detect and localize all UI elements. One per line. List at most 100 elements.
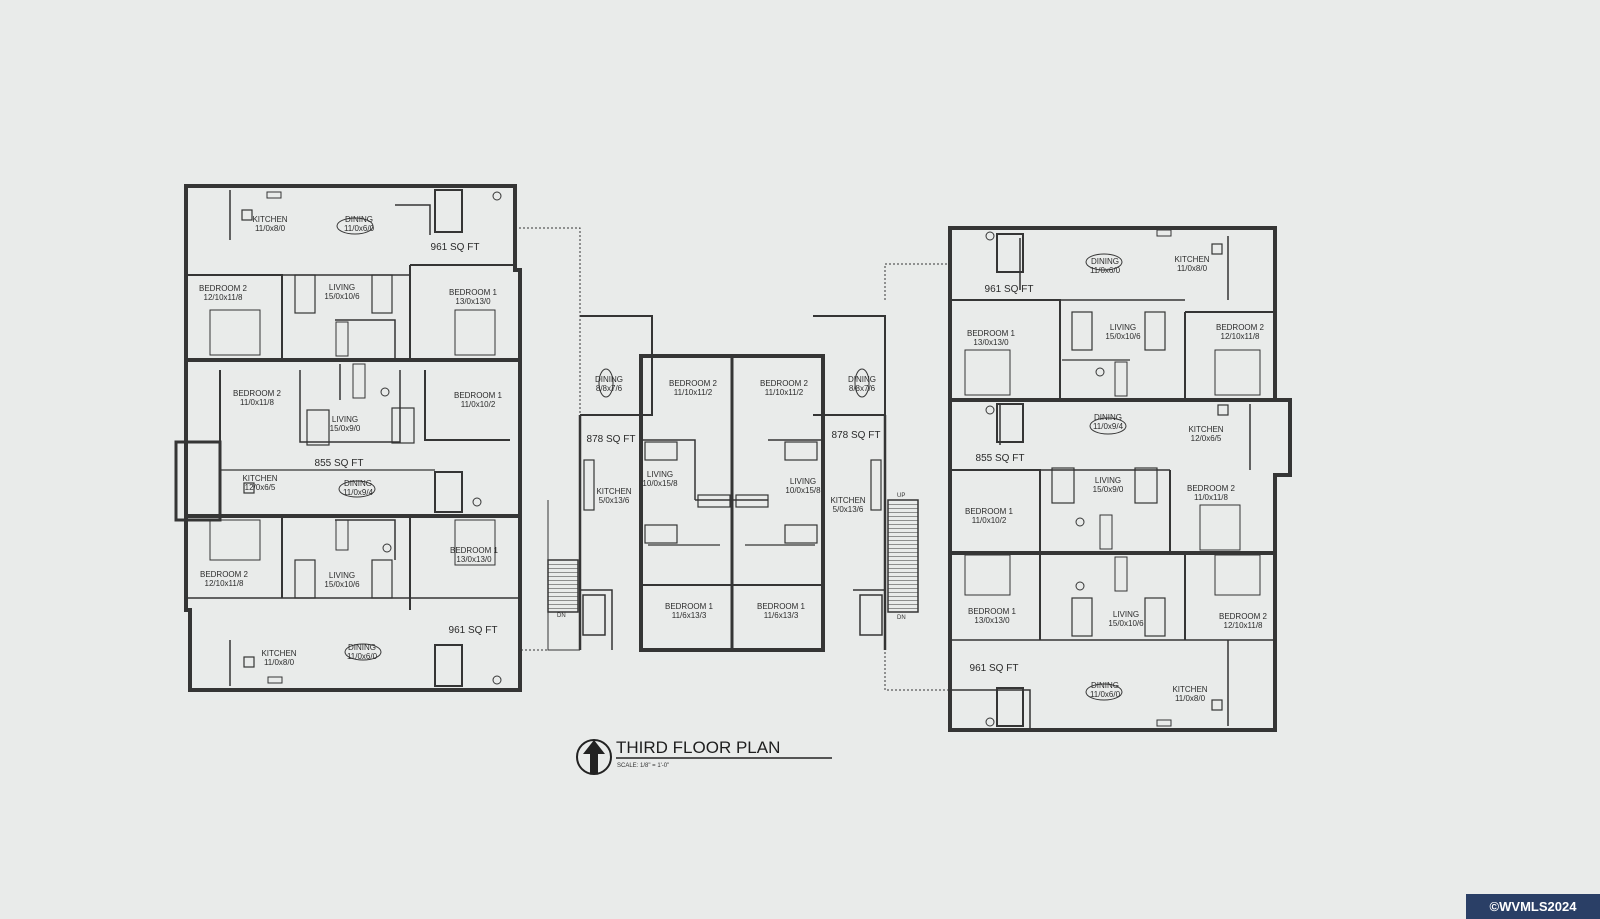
- room-dimension: 13/0x13/0: [456, 555, 492, 564]
- room-dimension: 5/0x13/6: [599, 496, 630, 505]
- room-label: LIVING: [329, 283, 355, 292]
- room-dimension: 8/8x7/6: [849, 384, 876, 393]
- room-label: BEDROOM 1: [967, 329, 1016, 338]
- room-label: LIVING: [790, 477, 816, 486]
- area-labels: 961 SQ FT 855 SQ FT 961 SQ FT 878 SQ FT …: [315, 242, 1034, 674]
- room-label: BEDROOM 2: [669, 379, 718, 388]
- room-dimension: 12/10x11/8: [1221, 332, 1261, 341]
- room-label: BEDROOM 2: [233, 389, 282, 398]
- room-label: KITCHEN: [242, 474, 277, 483]
- unit-area-label: 961 SQ FT: [449, 625, 498, 636]
- room-label: LIVING: [647, 470, 673, 479]
- room-dimension: 11/0x6/0: [1090, 266, 1121, 275]
- room-label: DINING: [348, 643, 376, 652]
- stair-down-label: DN: [897, 615, 906, 621]
- title-block: THIRD FLOOR PLAN SCALE: 1/8" = 1'-0": [576, 738, 832, 775]
- room-label: DINING: [1091, 257, 1119, 266]
- room-dimension: 8/8x7/6: [596, 384, 623, 393]
- room-label: LIVING: [1113, 610, 1139, 619]
- room-label: KITCHEN: [252, 215, 287, 224]
- unit-area-label: 961 SQ FT: [970, 663, 1019, 674]
- room-label: BEDROOM 1: [665, 602, 714, 611]
- room-dimension: 11/10x11/2: [674, 388, 713, 397]
- room-label: LIVING: [329, 571, 355, 580]
- room-dimension: 11/6x13/3: [764, 611, 799, 620]
- room-label: BEDROOM 1: [965, 507, 1014, 516]
- room-dimension: 11/10x11/2: [765, 388, 804, 397]
- watermark-badge: ©WVMLS2024: [1466, 894, 1600, 919]
- unit-area-label: 855 SQ FT: [976, 453, 1025, 464]
- room-dimension: 15/0x9/0: [330, 424, 361, 433]
- room-label: LIVING: [332, 415, 358, 424]
- room-dimension: 10/0x15/8: [642, 479, 678, 488]
- room-label: DINING: [848, 375, 876, 384]
- room-label: KITCHEN: [1172, 685, 1207, 694]
- room-label: BEDROOM 1: [454, 391, 503, 400]
- room-label: DINING: [344, 479, 372, 488]
- room-label: BEDROOM 2: [1187, 484, 1236, 493]
- room-dimension: 11/0x8/0: [1177, 264, 1208, 273]
- room-dimension: 15/0x10/6: [324, 292, 360, 301]
- room-dimension: 11/0x6/0: [347, 652, 378, 661]
- north-arrow-icon: [583, 740, 605, 774]
- room-label: DINING: [1094, 413, 1122, 422]
- room-dimension: 11/0x10/2: [461, 400, 496, 409]
- room-dimension: 12/0x6/5: [245, 483, 276, 492]
- room-label: DINING: [595, 375, 623, 384]
- room-label: DINING: [1091, 681, 1119, 690]
- plan-scale: SCALE: 1/8" = 1'-0": [617, 763, 669, 769]
- right-building: [948, 226, 1292, 732]
- room-dimension: 11/0x6/0: [1090, 690, 1121, 699]
- room-dimension: 11/0x8/0: [255, 224, 286, 233]
- room-label: KITCHEN: [1188, 425, 1223, 434]
- room-dimension: 11/0x10/2: [972, 516, 1007, 525]
- unit-area-label: 961 SQ FT: [431, 242, 480, 253]
- room-label: BEDROOM 1: [757, 602, 806, 611]
- room-dimension: 11/0x8/0: [1175, 694, 1206, 703]
- room-dimension: 11/0x11/8: [240, 398, 275, 407]
- stair-down-label: DN: [557, 613, 566, 619]
- room-label: LIVING: [1110, 323, 1136, 332]
- room-label: BEDROOM 1: [450, 546, 499, 555]
- room-dimension: 12/10x11/8: [205, 579, 245, 588]
- room-dimension: 12/10x11/8: [1224, 621, 1264, 630]
- stair-up-label: UP: [897, 493, 905, 499]
- room-dimension: 11/0x6/0: [344, 224, 375, 233]
- room-label: BEDROOM 2: [1216, 323, 1265, 332]
- room-label: BEDROOM 1: [968, 607, 1017, 616]
- room-dimension: 15/0x10/6: [1105, 332, 1141, 341]
- unit-area-label: 878 SQ FT: [832, 430, 881, 441]
- room-dimension: 13/0x13/0: [974, 616, 1010, 625]
- room-label: BEDROOM 2: [199, 284, 248, 293]
- unit-area-label: 961 SQ FT: [985, 284, 1034, 295]
- left-building: [174, 184, 581, 692]
- room-dimension: 12/0x6/5: [1191, 434, 1222, 443]
- room-dimension: 11/0x8/0: [264, 658, 295, 667]
- unit-area-label: 878 SQ FT: [587, 434, 636, 445]
- room-dimension: 13/0x13/0: [455, 297, 491, 306]
- room-label: BEDROOM 2: [760, 379, 809, 388]
- room-label: LIVING: [1095, 476, 1121, 485]
- room-dimension: 11/0x9/4: [1093, 422, 1124, 431]
- unit-area-label: 855 SQ FT: [315, 458, 364, 469]
- room-dimension: 5/0x13/6: [833, 505, 864, 514]
- center-building: [547, 263, 951, 691]
- room-label: BEDROOM 2: [200, 570, 249, 579]
- room-dimension: 12/10x11/8: [204, 293, 244, 302]
- room-labels: KITCHEN 11/0x8/0 DINING 11/0x6/0 BEDROOM…: [199, 215, 1268, 703]
- room-label: KITCHEN: [261, 649, 296, 658]
- room-dimension: 11/6x13/3: [672, 611, 707, 620]
- room-dimension: 10/0x15/8: [785, 486, 821, 495]
- room-label: BEDROOM 2: [1219, 612, 1268, 621]
- room-dimension: 11/0x9/4: [343, 488, 374, 497]
- room-label: BEDROOM 1: [449, 288, 498, 297]
- room-dimension: 15/0x10/6: [1108, 619, 1144, 628]
- room-dimension: 15/0x9/0: [1093, 485, 1124, 494]
- room-label: KITCHEN: [596, 487, 631, 496]
- room-label: DINING: [345, 215, 373, 224]
- room-dimension: 11/0x11/8: [1194, 493, 1229, 502]
- room-label: KITCHEN: [1174, 255, 1209, 264]
- room-label: KITCHEN: [830, 496, 865, 505]
